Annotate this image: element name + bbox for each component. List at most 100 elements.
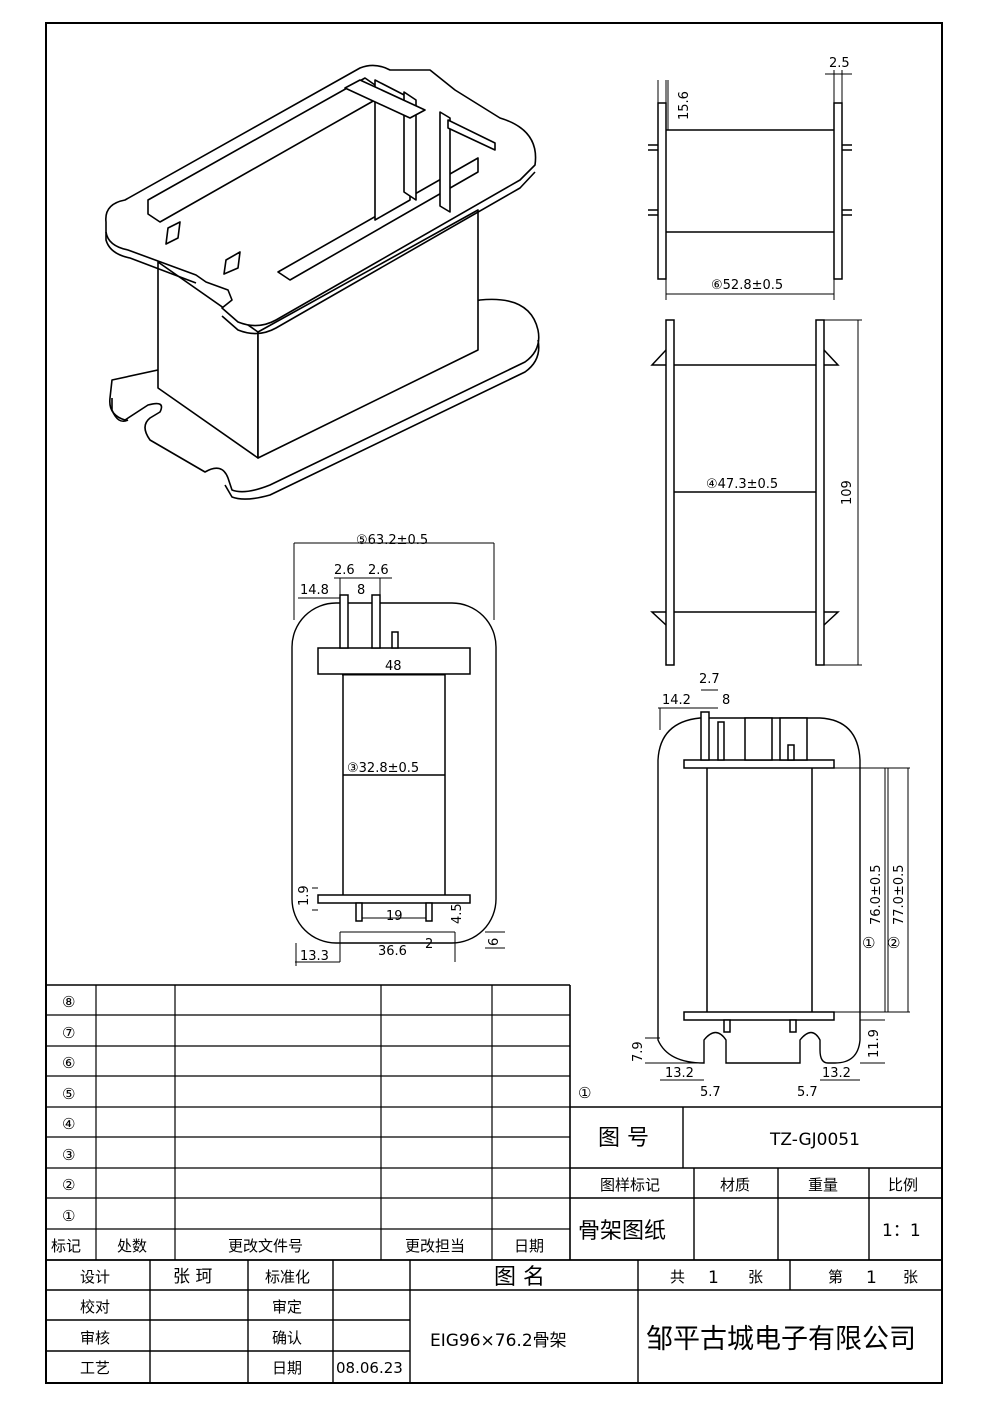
dim-front-flange-thk: 1.9 — [297, 885, 312, 906]
dim-right-left-foot: 13.2 — [665, 1066, 694, 1081]
dim-top-thickness: 2.5 — [829, 56, 850, 71]
rev-marker-3: ③ — [62, 1146, 75, 1164]
dim-front-inner-width: 48 — [385, 659, 402, 674]
approve-label: 审定 — [272, 1298, 302, 1316]
dim-front-slot-gap: 8 — [357, 583, 365, 598]
material-label: 材质 — [720, 1176, 750, 1194]
dim-right-label-1: ① — [862, 934, 875, 952]
dim-front-bottom-h: 6 — [487, 938, 502, 946]
iso-body-side — [257, 209, 479, 459]
drawing-no-label: 图 号 — [598, 1126, 649, 1151]
page-label: 第 — [828, 1268, 843, 1286]
rev-marker-1: ① — [62, 1207, 75, 1225]
title-block-bottom — [46, 1259, 942, 1383]
drawing-no: TZ-GJ0051 — [769, 1130, 860, 1150]
rev-header-person: 更改担当 — [405, 1237, 465, 1255]
rev-marker-7: ⑦ — [62, 1024, 75, 1042]
top-view-flange-right — [833, 102, 843, 280]
rev-marker-5: ⑤ — [62, 1085, 75, 1103]
dim-side-length: 109 — [840, 480, 855, 505]
dim-right-label-2: ② — [887, 934, 900, 952]
dim-right-notch-right: 5.7 — [797, 1085, 818, 1100]
front-view — [291, 542, 505, 966]
rev-header-date: 日期 — [514, 1237, 544, 1255]
rev-header-mark: 标记 — [51, 1237, 81, 1255]
dim-top-core: ⑥52.8±0.5 — [711, 278, 783, 293]
iso-tab-1 — [165, 221, 181, 245]
weight-label: 重量 — [808, 1176, 838, 1194]
company-name: 邹平古城电子有限公司 — [646, 1324, 916, 1355]
top-view-flange-left — [657, 102, 667, 280]
page-unit: 张 — [903, 1268, 918, 1286]
right-view — [645, 689, 910, 1081]
isometric-view — [105, 64, 540, 500]
dim-right-notch-h: 11.9 — [867, 1029, 882, 1058]
check-label: 校对 — [80, 1298, 110, 1316]
date-value: 08.06.23 — [336, 1359, 403, 1377]
revision-table — [46, 984, 571, 1260]
iso-top-flange-edge — [105, 171, 536, 335]
page-value: 1 — [866, 1268, 877, 1288]
rev-header-doc: 更改文件号 — [228, 1237, 303, 1255]
iso-top-flange — [105, 64, 537, 327]
dim-front-bottom-width: 36.6 — [378, 944, 407, 959]
rev-marker-6: ⑥ — [62, 1054, 75, 1072]
date-label: 日期 — [272, 1359, 302, 1377]
side-view — [650, 319, 862, 666]
dim-side-core: ④47.3±0.5 — [706, 477, 778, 492]
front-view-top-flange — [317, 647, 471, 675]
dim-right-slot: 2.7 — [699, 672, 720, 687]
side-view-left-flange — [665, 319, 675, 666]
dim-top-height: 15.6 — [677, 91, 692, 120]
dim-right-left-offset: 14.2 — [662, 693, 691, 708]
dim-front-pin-w: 2 — [425, 937, 433, 952]
dim-right-height-2: 77.0±0.5 — [892, 864, 907, 925]
dim-front-bottom-left: 13.3 — [300, 949, 329, 964]
rev-marker-2: ② — [62, 1176, 75, 1194]
total-value: 1 — [708, 1268, 719, 1288]
rev-marker-8: ⑧ — [62, 993, 75, 1011]
dim-right-gap: 8 — [722, 693, 730, 708]
dim-front-slot-b: 2.6 — [368, 563, 389, 578]
iso-wall-back — [374, 79, 411, 221]
designer-name: 张 珂 — [173, 1267, 212, 1287]
right-view-bottom-flange — [683, 1011, 835, 1021]
confirm-label: 确认 — [272, 1329, 302, 1347]
sheet-border — [45, 22, 943, 1384]
iso-pin-2 — [439, 111, 451, 213]
dim-front-core: ③32.8±0.5 — [347, 761, 419, 776]
iso-slot-2 — [447, 119, 496, 151]
name-label: 图 名 — [494, 1265, 545, 1290]
iso-bottom-flange-edge — [111, 339, 540, 500]
dim-front-slot-a: 2.6 — [334, 563, 355, 578]
dim-front-overall: ⑤63.2±0.5 — [356, 533, 428, 548]
right-view-top-flange — [683, 759, 835, 769]
dim-front-left-offset: 14.8 — [300, 583, 329, 598]
scale-value: 1：1 — [882, 1221, 921, 1241]
sample-mark-label: 图样标记 — [600, 1176, 660, 1194]
design-label: 设计 — [80, 1268, 110, 1286]
front-view-outline — [291, 602, 497, 944]
dim-front-pin-spacing: 19 — [386, 909, 403, 924]
iso-pin-1 — [403, 91, 417, 201]
right-view-outline — [657, 717, 861, 1064]
standard-label: 标准化 — [265, 1268, 310, 1286]
dim-right-height-1: 76.0±0.5 — [869, 864, 884, 925]
side-view-right-flange — [815, 319, 825, 666]
top-view — [648, 70, 852, 300]
iso-slot-1 — [344, 79, 426, 119]
dim-front-pin-len: 4.5 — [450, 903, 465, 924]
review-label: 审核 — [80, 1329, 110, 1347]
dim-right-foot-h: 7.9 — [631, 1041, 646, 1062]
iso-tab-2 — [223, 251, 241, 275]
doc-type: 骨架图纸 — [578, 1219, 666, 1244]
scale-label: 比例 — [888, 1176, 918, 1194]
total-label: 共 — [670, 1268, 685, 1286]
revision-markers: ⑧ ⑦ ⑥ ⑤ ④ ③ ② ① — [62, 993, 75, 1225]
process-label: 工艺 — [80, 1359, 110, 1377]
sheet-unit: 张 — [748, 1268, 763, 1286]
part-name: EIG96×76.2骨架 — [430, 1331, 567, 1351]
title-block-right — [570, 1106, 942, 1260]
title-marker: ① — [578, 1084, 591, 1102]
